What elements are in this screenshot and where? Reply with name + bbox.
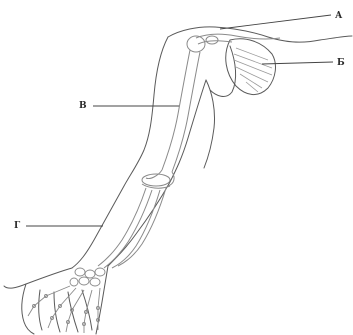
forearm-bones — [98, 188, 166, 268]
leader-line-b — [262, 62, 333, 64]
arm-outline — [4, 27, 352, 334]
label-a: А — [335, 11, 342, 21]
label-b: Б — [337, 58, 345, 68]
leader-line-a — [220, 15, 331, 29]
leader-lines — [26, 15, 333, 226]
shoulder-bones — [187, 34, 280, 52]
carpal-bones — [70, 268, 105, 286]
scapula-shape — [226, 39, 276, 95]
humerus-bone — [146, 50, 200, 186]
label-v: В — [79, 101, 87, 111]
label-g: Г — [14, 221, 20, 231]
